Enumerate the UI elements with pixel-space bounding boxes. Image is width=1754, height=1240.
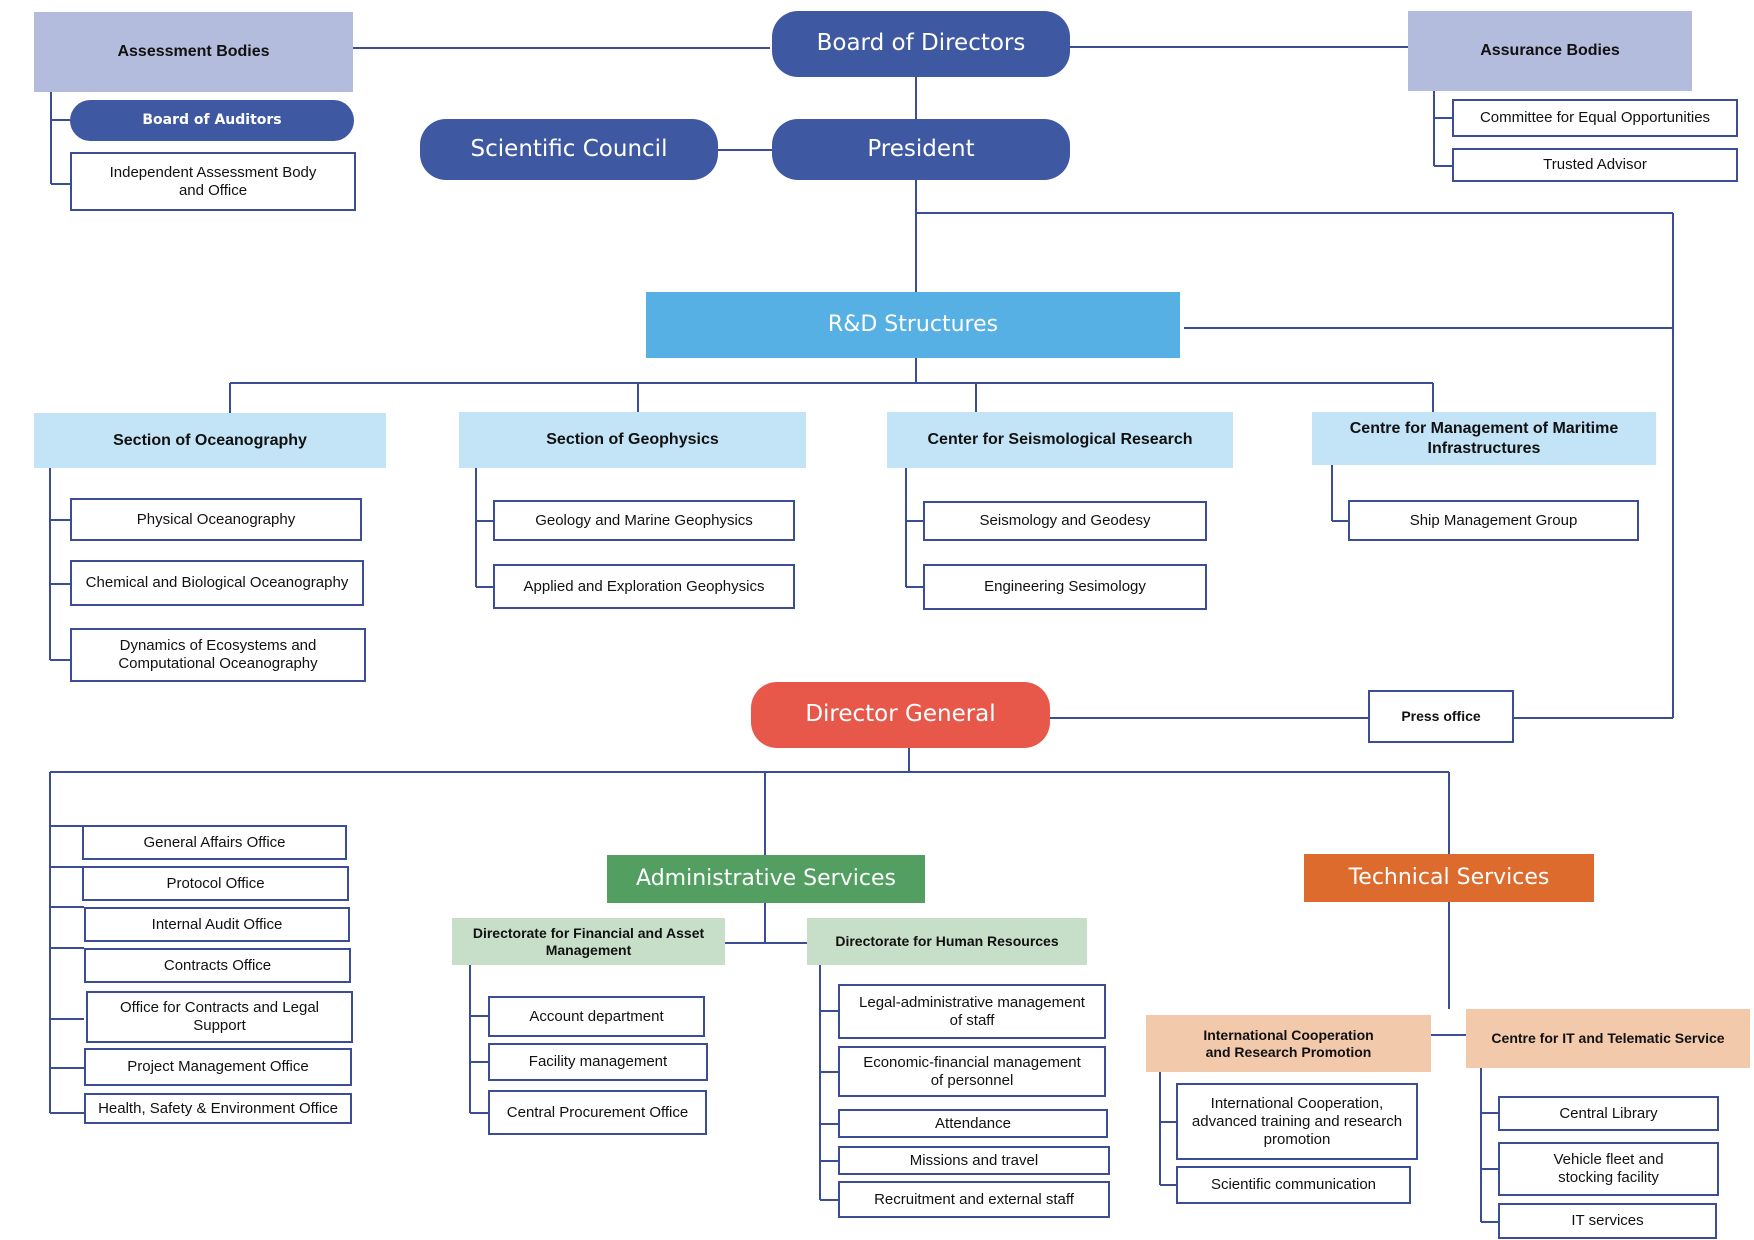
scientific-council: Scientific Council bbox=[420, 119, 718, 180]
trusted-advisor: Trusted Advisor bbox=[1452, 148, 1738, 182]
facility-management: Facility management bbox=[488, 1043, 708, 1081]
central-procurement-office: Central Procurement Office bbox=[488, 1090, 707, 1135]
contracts-office: Contracts Office bbox=[84, 948, 351, 983]
section-geophysics: Section of Geophysics bbox=[459, 412, 806, 468]
internal-audit-office: Internal Audit Office bbox=[84, 907, 350, 942]
dynamics-ecosystems: Dynamics of Ecosystems and Computational… bbox=[70, 628, 366, 682]
director-general: Director General bbox=[751, 682, 1050, 748]
geology-marine-geophysics: Geology and Marine Geophysics bbox=[493, 500, 795, 541]
central-library: Central Library bbox=[1498, 1096, 1719, 1131]
press-office: Press office bbox=[1368, 690, 1514, 743]
health-safety-environment-office: Health, Safety & Environment Office bbox=[84, 1093, 352, 1124]
attendance: Attendance bbox=[838, 1109, 1108, 1138]
president: President bbox=[772, 119, 1070, 180]
applied-exploration-geophysics: Applied and Exploration Geophysics bbox=[493, 564, 795, 609]
committee-equal-opportunities: Committee for Equal Opportunities bbox=[1452, 99, 1738, 137]
project-management-office: Project Management Office bbox=[84, 1048, 352, 1086]
technical-services: Technical Services bbox=[1304, 854, 1594, 902]
recruitment-external-staff: Recruitment and external staff bbox=[838, 1181, 1110, 1218]
international-cooperation-training: International Cooperation, advanced trai… bbox=[1176, 1083, 1418, 1160]
board-of-auditors: Board of Auditors bbox=[70, 100, 354, 141]
centre-maritime-infrastructures: Centre for Management of Maritime Infras… bbox=[1312, 412, 1656, 465]
economic-financial-personnel: Economic-financial management of personn… bbox=[838, 1046, 1106, 1097]
center-seismological-research: Center for Seismological Research bbox=[887, 412, 1233, 468]
it-services: IT services bbox=[1498, 1203, 1717, 1239]
administrative-services: Administrative Services bbox=[607, 855, 925, 903]
directorate-financial-asset: Directorate for Financial and Asset Mana… bbox=[452, 918, 725, 965]
rd-structures: R&D Structures bbox=[646, 292, 1180, 358]
physical-oceanography: Physical Oceanography bbox=[70, 498, 362, 541]
account-department: Account department bbox=[488, 996, 705, 1037]
ship-management-group: Ship Management Group bbox=[1348, 500, 1639, 541]
section-oceanography: Section of Oceanography bbox=[34, 413, 386, 468]
general-affairs-office: General Affairs Office bbox=[82, 825, 347, 860]
vehicle-fleet-stocking: Vehicle fleet and stocking facility bbox=[1498, 1142, 1719, 1196]
scientific-communication: Scientific communication bbox=[1176, 1166, 1411, 1204]
independent-assessment-body: Independent Assessment Body and Office bbox=[70, 152, 356, 211]
international-cooperation-header: International Cooperation and Research P… bbox=[1146, 1015, 1431, 1072]
protocol-office: Protocol Office bbox=[82, 866, 349, 901]
legal-administrative-staff: Legal-administrative management of staff bbox=[838, 984, 1106, 1039]
assurance-bodies: Assurance Bodies bbox=[1408, 11, 1692, 91]
missions-travel: Missions and travel bbox=[838, 1146, 1110, 1175]
directorate-human-resources: Directorate for Human Resources bbox=[807, 918, 1087, 965]
seismology-geodesy: Seismology and Geodesy bbox=[923, 501, 1207, 541]
assessment-bodies: Assessment Bodies bbox=[34, 12, 353, 92]
chemical-biological-oceanography: Chemical and Biological Oceanography bbox=[70, 560, 364, 606]
centre-it-telematic: Centre for IT and Telematic Service bbox=[1466, 1009, 1750, 1068]
engineering-seismology: Engineering Sesimology bbox=[923, 564, 1207, 610]
board-of-directors: Board of Directors bbox=[772, 11, 1070, 77]
office-contracts-legal-support: Office for Contracts and Legal Support bbox=[86, 991, 353, 1043]
